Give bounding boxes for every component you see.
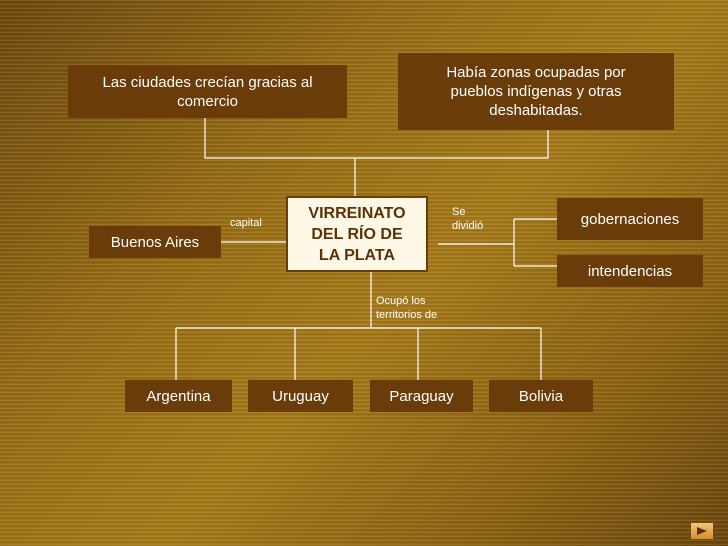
node-zonas-ocupadas-text: Había zonas ocupadas por pueblos indígen… — [446, 64, 626, 119]
node-gobernaciones: gobernaciones — [557, 198, 703, 240]
next-slide-button[interactable] — [690, 522, 714, 540]
node-uruguay-text: Uruguay — [272, 387, 329, 405]
node-ciudades-comercio-text: Las ciudades crecían gracias al comercio — [102, 73, 313, 110]
node-virreinato: VIRREINATO DEL RÍO DE LA PLATA — [286, 196, 428, 272]
node-gobernaciones-text: gobernaciones — [580, 210, 680, 228]
connector-top-left — [204, 118, 355, 159]
node-intendencias-text: intendencias — [587, 262, 673, 280]
node-paraguay: Paraguay — [370, 380, 473, 412]
node-bolivia: Bolivia — [489, 380, 593, 412]
node-uruguay: Uruguay — [248, 380, 353, 412]
node-argentina-text: Argentina — [146, 387, 211, 405]
node-virreinato-line-1: VIRREINATO — [308, 204, 406, 222]
label-se-dividio-line-1: Se — [452, 206, 466, 218]
label-capital: capital — [230, 217, 262, 229]
label-se-dividio-line-2: dividió — [452, 220, 484, 232]
node-argentina: Argentina — [125, 380, 232, 412]
node-bolivia-text: Bolivia — [518, 387, 564, 405]
node-paraguay-text: Paraguay — [389, 387, 454, 405]
node-virreinato-line-3: LA PLATA — [318, 246, 396, 264]
label-ocupo-territorios: Ocupó los territorios de — [376, 294, 437, 322]
label-se-dividio: Se dividió — [452, 205, 483, 233]
node-ciudades-comercio: Las ciudades crecían gracias al comercio — [68, 65, 347, 118]
label-ocupo-line-2: territorios de — [376, 309, 438, 321]
node-intendencias: intendencias — [557, 255, 703, 287]
node-buenos-aires: Buenos Aires — [89, 226, 221, 258]
node-virreinato-line-2: DEL RÍO DE — [311, 225, 403, 243]
label-ocupo-line-1: Ocupó los — [376, 295, 426, 307]
node-zonas-ocupadas: Había zonas ocupadas por pueblos indígen… — [398, 53, 674, 130]
node-buenos-aires-text: Buenos Aires — [110, 233, 200, 251]
connector-top-right — [355, 130, 549, 159]
arrow-right-icon — [697, 527, 707, 535]
